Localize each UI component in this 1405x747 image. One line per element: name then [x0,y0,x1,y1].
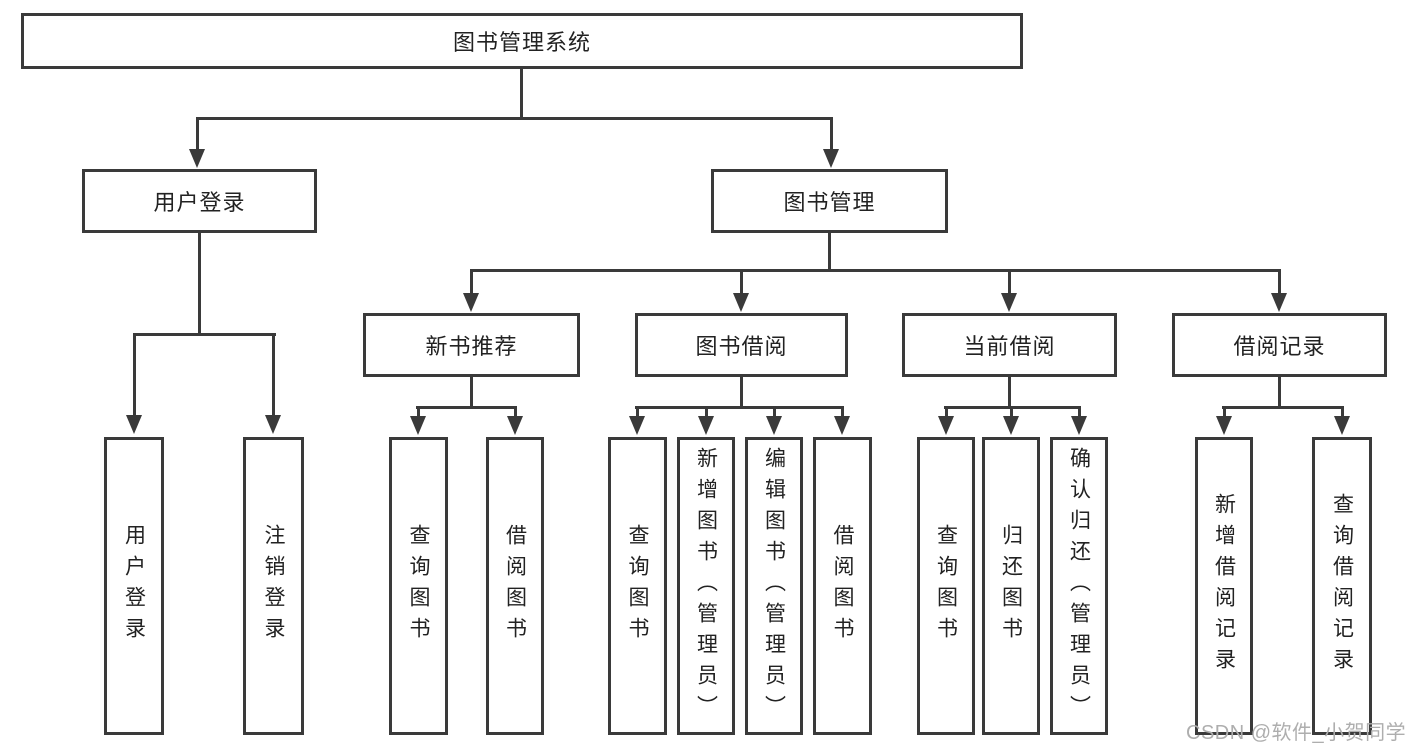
connector [1222,406,1344,409]
arrowhead [189,149,205,168]
connector [1341,406,1344,418]
connector [1278,269,1281,295]
watermark: CSDN @软件_小贺同学 [1186,722,1405,744]
connector [520,68,523,120]
node-query-book-current: 查询图书 [917,437,975,735]
node-borrow-book-action: 借阅图书 [813,437,872,735]
connector [1078,406,1081,418]
node-add-borrow-record-label: 新增借阅记录 [1212,493,1236,679]
connector [417,406,420,418]
node-logout-action-label: 注销登录 [262,524,285,648]
connector [635,406,844,409]
node-edit-book-admin-label: 编辑图书（管理员） [762,446,786,726]
node-book-borrow: 图书借阅 [635,313,848,377]
node-borrow-record-label: 借阅记录 [1233,334,1326,359]
arrowhead [507,416,523,435]
connector [830,117,833,151]
arrowhead [1001,293,1017,312]
node-user-login-action-label: 用户登录 [122,524,146,648]
connector [773,406,776,418]
node-borrow-book-recommend-label: 借阅图书 [503,524,527,648]
connector [740,269,743,295]
connector [272,333,275,417]
node-borrow-book-recommend: 借阅图书 [486,437,544,735]
node-add-borrow-record: 新增借阅记录 [1195,437,1253,735]
arrowhead [629,416,645,435]
node-root-label: 图书管理系统 [452,30,591,55]
arrowhead [698,416,714,435]
node-query-book-recommend-label: 查询图书 [407,524,430,648]
node-new-book-recommend: 新书推荐 [363,313,580,377]
connector [198,233,201,335]
arrowhead [1003,416,1019,435]
arrowhead [823,149,839,168]
arrowhead [733,293,749,312]
connector [196,117,833,120]
connector [1010,406,1013,418]
arrowhead [265,415,281,434]
node-add-book-admin-label: 新增图书（管理员） [694,446,718,726]
connector [196,117,199,151]
arrowhead [834,416,850,435]
connector [636,406,639,418]
node-logout-action: 注销登录 [243,437,304,735]
connector [740,377,743,408]
node-confirm-return-admin: 确认归还（管理员） [1050,437,1108,735]
connector [945,406,948,418]
node-query-borrow-record: 查询借阅记录 [1312,437,1372,735]
node-return-book-label: 归还图书 [999,524,1023,648]
arrowhead [463,293,479,312]
arrowhead [1334,416,1350,435]
connector [133,333,136,417]
node-book-borrow-label: 图书借阅 [695,334,788,359]
connector [514,406,517,418]
arrowhead [766,416,782,435]
node-add-book-admin: 新增图书（管理员） [677,437,735,735]
node-query-book-borrow-label: 查询图书 [626,524,649,648]
connector [705,406,708,418]
connector [470,269,1281,272]
arrowhead [1271,293,1287,312]
node-return-book: 归还图书 [982,437,1040,735]
node-query-borrow-record-label: 查询借阅记录 [1330,493,1354,679]
connector [1008,377,1011,408]
node-borrow-book-action-label: 借阅图书 [831,524,854,648]
connector [470,377,473,409]
arrowhead [410,416,426,435]
connector [470,269,473,295]
node-book-management: 图书管理 [711,169,948,233]
node-new-book-recommend-label: 新书推荐 [425,334,518,359]
connector [828,233,831,272]
connector [133,333,276,336]
arrowhead [938,416,954,435]
node-query-book-current-label: 查询图书 [934,524,958,648]
node-user-login: 用户登录 [82,169,317,233]
node-query-book-borrow: 查询图书 [608,437,667,735]
connector [1223,406,1226,418]
node-confirm-return-admin-label: 确认归还（管理员） [1067,446,1091,726]
node-query-book-recommend: 查询图书 [389,437,448,735]
arrowhead [126,415,142,434]
connector [841,406,844,418]
node-current-borrow-label: 当前借阅 [963,334,1056,359]
node-root: 图书管理系统 [21,13,1023,69]
node-edit-book-admin: 编辑图书（管理员） [745,437,803,735]
connector [1008,269,1011,295]
node-user-login-label: 用户登录 [153,190,246,215]
node-borrow-record: 借阅记录 [1172,313,1387,377]
arrowhead [1071,416,1087,435]
connector [1278,377,1281,408]
connector [416,406,517,409]
arrowhead [1216,416,1232,435]
node-book-management-label: 图书管理 [783,190,876,215]
node-user-login-action: 用户登录 [104,437,164,735]
node-current-borrow: 当前借阅 [902,313,1117,377]
